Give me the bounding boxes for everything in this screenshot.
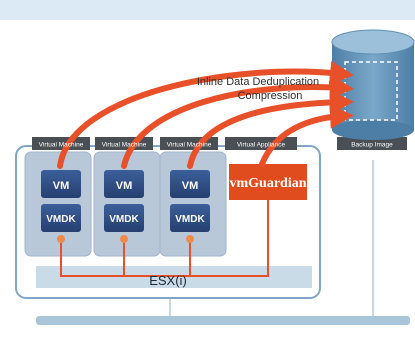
arrow-vm1 xyxy=(57,60,354,169)
esx-return-path xyxy=(60,200,269,277)
arrow-vm2 xyxy=(121,75,354,169)
top-band xyxy=(0,0,415,20)
backup-arrows xyxy=(57,60,354,169)
arrow-vm3 xyxy=(187,90,354,169)
database-top xyxy=(331,29,415,55)
vmdk-block xyxy=(170,204,210,232)
vm-header-text: Virtual Machine xyxy=(167,142,212,149)
disk-port xyxy=(57,235,65,243)
vmdk-label: VMDK xyxy=(46,214,76,225)
vm-column-3 xyxy=(159,151,227,257)
vmdk-block xyxy=(41,204,81,232)
vm-label: VM xyxy=(116,180,133,192)
vmguardian-label: vmGuardian xyxy=(229,176,306,191)
vm-block xyxy=(170,170,210,198)
return-line xyxy=(60,200,269,277)
backup-header-text: Backup Image xyxy=(351,142,393,149)
compression-label: Compression xyxy=(238,90,303,102)
network-baseline xyxy=(36,316,410,325)
appliance-header-text: Virtual Appliance xyxy=(237,142,286,149)
vm-block xyxy=(104,170,144,198)
vm-header-text: Virtual Machine xyxy=(39,142,84,149)
vm-column-2 xyxy=(93,151,161,257)
vm-column-1 xyxy=(24,151,92,257)
vm-block xyxy=(41,170,81,198)
vmdk-label: VMDK xyxy=(109,214,139,225)
vmdk-block xyxy=(104,204,144,232)
vm-header-text: Virtual Machine xyxy=(102,142,147,149)
database-bottom xyxy=(332,120,414,140)
vmdk-label: VMDK xyxy=(175,214,205,225)
vm-header-1 xyxy=(32,137,90,150)
vm-label: VM xyxy=(53,180,70,192)
esx-label: ESX(i) xyxy=(149,273,187,288)
backup-database xyxy=(331,29,415,140)
arrow-appliance xyxy=(259,104,354,167)
disk-port xyxy=(186,235,194,243)
disk-port xyxy=(120,235,128,243)
vmguardian-appliance xyxy=(229,164,307,200)
vm-label: VM xyxy=(182,180,199,192)
dedup-label: Inline Data Deduplication xyxy=(197,76,319,88)
backup-header xyxy=(337,137,407,150)
